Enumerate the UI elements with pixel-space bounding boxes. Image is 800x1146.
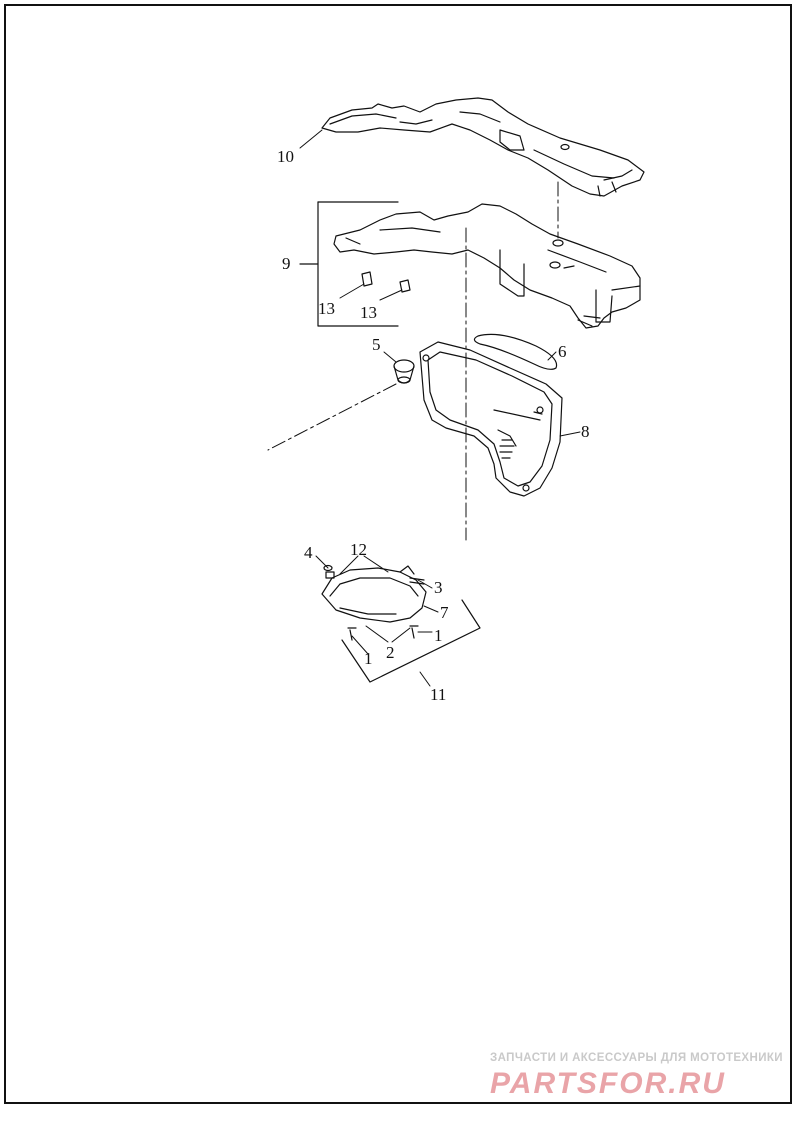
callout-3: 3 — [434, 578, 443, 597]
callout-4: 4 — [304, 543, 313, 562]
callout-1-right: 1 — [434, 626, 443, 645]
callout-6: 6 — [558, 342, 567, 361]
callout-13-b: 13 — [360, 303, 377, 322]
callout-5: 5 — [372, 335, 381, 354]
watermark-tagline: ЗАПЧАСТИ И АКСЕССУАРЫ ДЛЯ МОТОТЕХНИКИ — [490, 1052, 783, 1064]
part-11-bracket — [341, 599, 481, 683]
callout-10: 10 — [277, 147, 294, 166]
part-10-upper-support — [321, 97, 645, 197]
callout-7: 7 — [440, 603, 449, 622]
watermark-logo: PARTSFOR.RU — [490, 1067, 726, 1099]
callout-1-left: 1 — [364, 649, 373, 668]
page-border — [4, 4, 792, 1104]
watermark-logo-text: PARTSFOR.RU — [490, 1067, 726, 1099]
callout-9: 9 — [282, 254, 291, 273]
callout-11: 11 — [430, 685, 446, 704]
assembly-center-lines — [267, 181, 559, 541]
callout-12: 12 — [350, 540, 367, 559]
part-6-gasket — [473, 333, 558, 370]
callout-13-a: 13 — [318, 299, 335, 318]
part-13-clip-b — [399, 279, 411, 293]
callout-8: 8 — [581, 422, 590, 441]
part-8-side-cover — [419, 341, 563, 497]
callout-labels: 10 9 13 13 5 6 8 4 12 3 7 1 2 1 11 — [277, 147, 590, 704]
leader-lines — [299, 129, 581, 687]
part-13-clip-a — [361, 271, 373, 287]
part-5-grommet — [393, 359, 415, 384]
part-9-support-assembly — [299, 201, 641, 329]
part-7-lens — [321, 564, 427, 641]
callout-2: 2 — [386, 643, 395, 662]
